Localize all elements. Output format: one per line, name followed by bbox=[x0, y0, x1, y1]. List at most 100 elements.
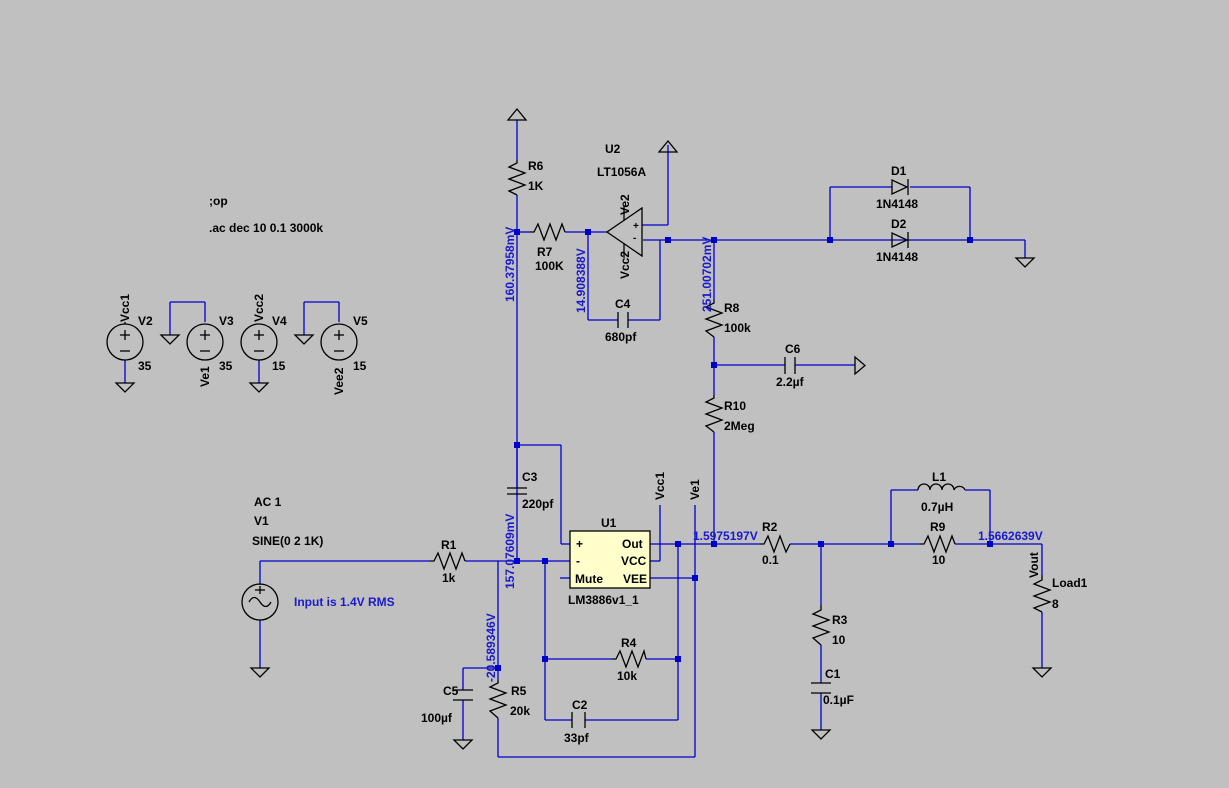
directive-op[interactable]: ;op bbox=[209, 194, 228, 208]
label-r5-name: R5 bbox=[511, 684, 527, 698]
label-c6-name: C6 bbox=[785, 342, 801, 356]
label-r4-value: 10k bbox=[617, 669, 637, 683]
label-v3-value: 35 bbox=[219, 359, 233, 373]
label-u2-part: LT1056A bbox=[597, 165, 646, 179]
voltage-source-v3[interactable] bbox=[186, 323, 224, 361]
u1-pin-plus: + bbox=[576, 537, 583, 551]
label-d1-value: 1N4148 bbox=[876, 197, 918, 211]
label-r3-value: 10 bbox=[832, 633, 846, 647]
wires bbox=[124, 120, 1043, 758]
capacitor-c1[interactable] bbox=[811, 682, 831, 694]
capacitor-c6[interactable] bbox=[784, 357, 796, 374]
junctions bbox=[495, 229, 993, 671]
voltage-n-u2-out[interactable]: 251.00702mV bbox=[700, 237, 714, 312]
capacitor-c5[interactable] bbox=[453, 689, 473, 701]
label-v3-name: V3 bbox=[219, 314, 234, 328]
net-vout: Vout bbox=[1027, 552, 1041, 578]
label-r9-value: 10 bbox=[932, 553, 946, 567]
label-c6-value: 2.2µf bbox=[776, 375, 805, 389]
voltage-n-r6[interactable]: 160.37958mV bbox=[503, 227, 517, 302]
label-d1-name: D1 bbox=[891, 164, 907, 178]
voltage-n-u2-in[interactable]: 14.908388V bbox=[574, 248, 588, 313]
net-vcc2-v4: Vcc2 bbox=[252, 294, 266, 322]
voltage-n-vout[interactable]: 1.5662639V bbox=[978, 529, 1043, 543]
label-v4-value: 15 bbox=[272, 359, 286, 373]
label-d2-value: 1N4148 bbox=[876, 250, 918, 264]
label-u2-plus: + bbox=[633, 221, 639, 232]
diode-d1[interactable] bbox=[891, 178, 909, 196]
label-load1-value: 8 bbox=[1052, 597, 1059, 611]
directive-ac[interactable]: .ac dec 10 0.1 3000k bbox=[209, 221, 323, 235]
net-vcc1-u1: Vcc1 bbox=[653, 472, 667, 500]
u1-pin-out: Out bbox=[622, 537, 643, 551]
net-ve2: Ve2 bbox=[618, 194, 632, 215]
resistor-r4[interactable] bbox=[612, 648, 647, 669]
label-d2-name: D2 bbox=[891, 217, 907, 231]
resistor-r2[interactable] bbox=[760, 534, 791, 554]
voltage-n-u1-in[interactable]: 157.07609mV bbox=[503, 514, 517, 589]
voltage-source-v5[interactable] bbox=[320, 323, 358, 361]
label-c2-value: 33pf bbox=[564, 731, 590, 745]
voltage-n-u1-out[interactable]: 1.5975197V bbox=[693, 529, 758, 543]
label-r9-name: R9 bbox=[930, 520, 946, 534]
label-v1-name: V1 bbox=[254, 514, 269, 528]
label-r7-value: 100K bbox=[535, 259, 564, 273]
voltage-source-v1[interactable] bbox=[241, 583, 279, 621]
capacitor-c4[interactable] bbox=[617, 312, 629, 328]
vcc-arrow-r6 bbox=[506, 107, 528, 121]
label-c3-value: 220pf bbox=[522, 497, 554, 511]
u1-pin-minus: - bbox=[576, 554, 580, 568]
voltage-source-v2[interactable] bbox=[106, 322, 144, 361]
vcc-arrow-u2 bbox=[657, 139, 679, 153]
label-l1-value: 0.7µH bbox=[921, 500, 953, 514]
label-load1-name: Load1 bbox=[1052, 576, 1088, 590]
voltage-n-r5[interactable]: -20.589346V bbox=[484, 613, 498, 682]
resistor-load1[interactable] bbox=[1032, 575, 1052, 613]
ic-u1[interactable] bbox=[569, 530, 651, 589]
label-c4-name: C4 bbox=[615, 297, 631, 311]
u1-pin-mute: Mute bbox=[575, 572, 603, 586]
label-c3-name: C3 bbox=[522, 470, 538, 484]
label-u1-part: LM3886v1_1 bbox=[568, 593, 639, 607]
voltage-source-v4[interactable] bbox=[240, 323, 278, 361]
label-r2-name: R2 bbox=[762, 520, 778, 534]
net-vcc2-u2: Vcc2 bbox=[618, 251, 632, 279]
label-c5-value: 100µf bbox=[421, 711, 453, 725]
resistor-r9[interactable] bbox=[920, 534, 956, 554]
label-r10-value: 2Meg bbox=[724, 419, 755, 433]
capacitor-c2[interactable] bbox=[571, 712, 586, 728]
label-v5-name: V5 bbox=[353, 314, 368, 328]
capacitor-c3[interactable] bbox=[507, 445, 527, 495]
label-v4-name: V4 bbox=[272, 314, 287, 328]
resistor-r8[interactable] bbox=[704, 300, 724, 338]
resistor-r5[interactable] bbox=[488, 680, 508, 719]
label-v1-value: SINE(0 2 1K) bbox=[252, 534, 323, 548]
label-r1-name: R1 bbox=[441, 538, 457, 552]
inductor-l1[interactable] bbox=[917, 483, 966, 491]
label-r2-value: 0.1 bbox=[762, 553, 779, 567]
c6-ground-arrow bbox=[854, 355, 867, 376]
net-vcc1-v2: Vcc1 bbox=[118, 294, 132, 322]
label-c1-name: C1 bbox=[825, 667, 841, 681]
resistor-r1[interactable] bbox=[430, 551, 466, 571]
resistor-r3[interactable] bbox=[811, 605, 831, 646]
label-u1-name: U1 bbox=[601, 516, 617, 530]
label-c1-value: 0.1µF bbox=[823, 693, 854, 707]
resistor-r10[interactable] bbox=[704, 395, 724, 433]
label-c2-name: C2 bbox=[572, 698, 588, 712]
label-r6-value: 1K bbox=[528, 179, 544, 193]
u1-pin-vee: VEE bbox=[623, 572, 647, 586]
resistor-r6[interactable] bbox=[507, 160, 527, 196]
annotation-input[interactable]: Input is 1.4V RMS bbox=[294, 595, 395, 609]
diode-d2[interactable] bbox=[891, 231, 909, 249]
resistor-r7[interactable] bbox=[530, 222, 566, 242]
label-r10-name: R10 bbox=[724, 399, 746, 413]
opamp-u2[interactable] bbox=[605, 206, 643, 258]
label-v5-value: 15 bbox=[353, 359, 367, 373]
label-r7-name: R7 bbox=[537, 245, 553, 259]
label-v2-name: V2 bbox=[138, 314, 153, 328]
label-v1-ac: AC 1 bbox=[254, 495, 282, 509]
label-c4-value: 680pf bbox=[605, 330, 637, 344]
label-v2-value: 35 bbox=[138, 359, 152, 373]
